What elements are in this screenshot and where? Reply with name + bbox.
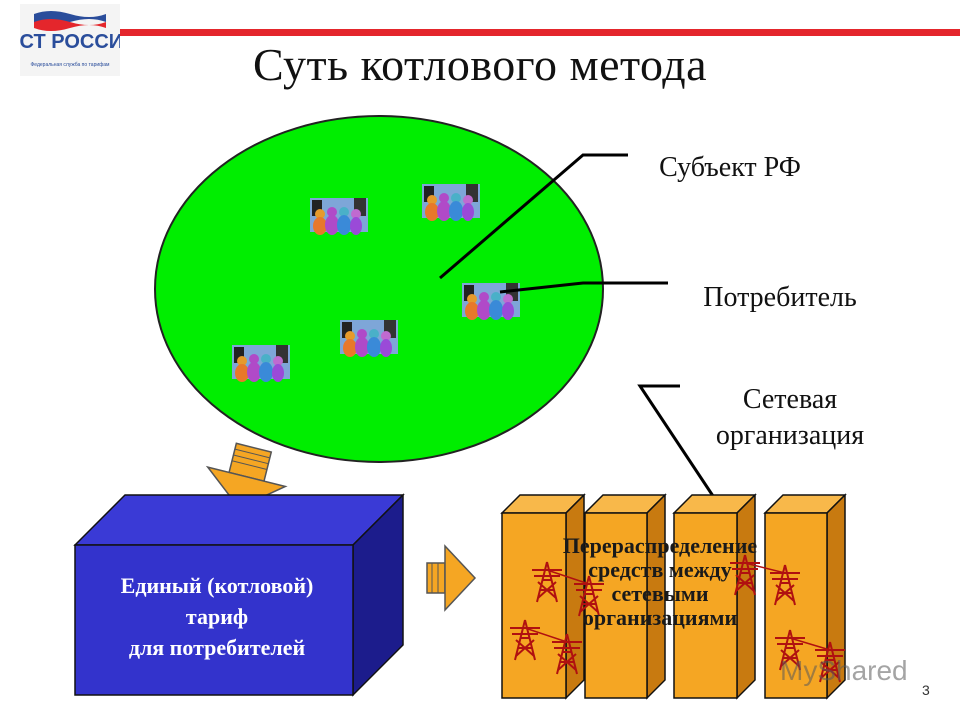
watermark: MyShared <box>780 655 908 686</box>
subject-callout-line <box>439 153 628 280</box>
redistribution-line1: Перераспределение <box>562 533 758 558</box>
network-org-label-line1: Сетевая <box>742 384 838 415</box>
consumer-icon <box>310 198 368 235</box>
network-callout-line <box>637 384 715 497</box>
consumer-label: Потребитель <box>703 282 857 313</box>
consumer-icon <box>232 345 290 382</box>
network-block <box>583 493 667 700</box>
logo-text: ФСТ РОССИИ <box>20 31 120 53</box>
slide-title: Суть котлового метода <box>252 39 708 90</box>
redistribution-line2: средств между <box>588 557 732 582</box>
logo-subtext: Федеральная служба по тарифам <box>31 62 111 68</box>
tariff-line1: Единый (котловой) <box>120 573 314 598</box>
consumer-icon <box>340 320 398 357</box>
network-org-label-line2: организация <box>715 420 865 451</box>
network-org-label: Сетевая организация <box>690 382 890 454</box>
fst-logo: ФСТ РОССИИ Федеральная служба по тарифам <box>2 4 138 76</box>
subject-label: Субъект РФ <box>659 152 801 183</box>
tariff-box <box>73 493 405 697</box>
consumer-callout-line <box>499 281 668 294</box>
tariff-text: Единый (котловой) тариф для потребителей <box>82 570 352 663</box>
consumer-icon <box>422 184 480 221</box>
tariff-line3: для потребителей <box>128 635 306 660</box>
header-accent-line <box>120 29 960 36</box>
right-arrow-icon <box>426 544 477 612</box>
redistribution-line4: организациями <box>582 605 738 630</box>
network-block <box>672 493 757 700</box>
down-arrow-icon <box>205 442 288 509</box>
tariff-line2: тариф <box>185 604 249 629</box>
redistribution-text: Перераспределение средств между сетевыми… <box>510 534 810 630</box>
network-block <box>763 493 847 700</box>
consumer-icon <box>462 283 520 320</box>
redistribution-line3: сетевыми <box>611 581 709 606</box>
slide-number: 3 <box>922 682 930 698</box>
